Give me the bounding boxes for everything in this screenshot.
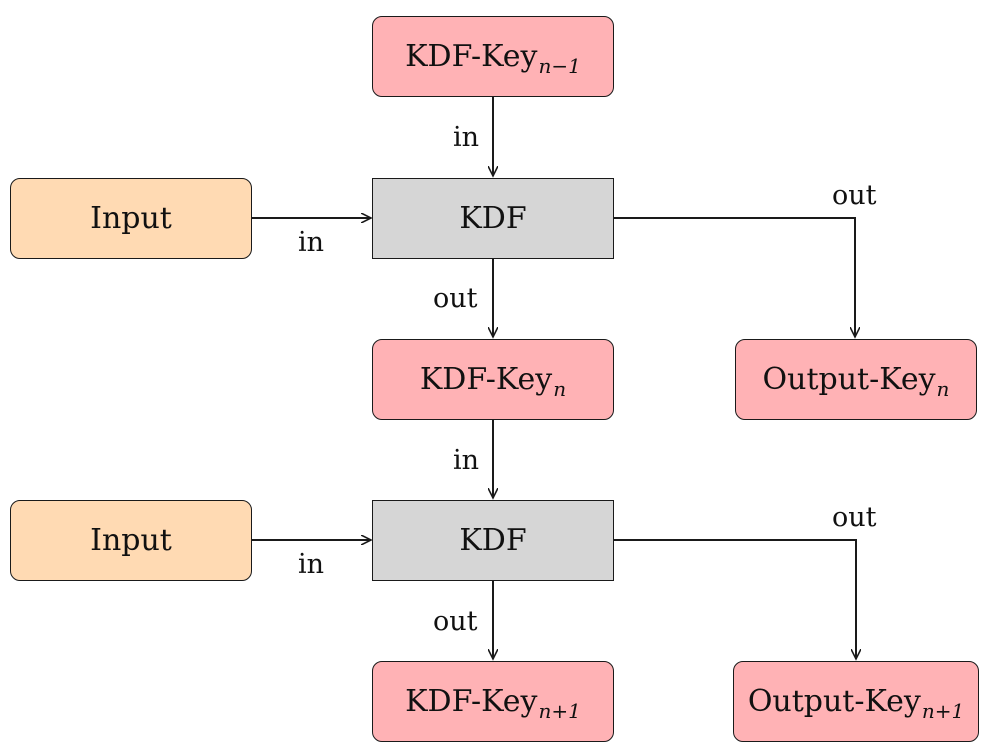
output-key-next-label: Output-Key bbox=[747, 684, 921, 719]
kdf-key-n-subscript: n bbox=[553, 376, 567, 401]
edge-label-keyprev-in: in bbox=[453, 122, 480, 153]
edge-label-kdf2-out-down: out bbox=[433, 606, 478, 637]
kdf-key-next-label: KDF-Key bbox=[405, 684, 538, 719]
kdf-2-label: KDF bbox=[459, 523, 527, 558]
output-key-n-label: Output-Key bbox=[762, 362, 936, 397]
kdf-1-label: KDF bbox=[459, 201, 527, 236]
kdf-node-1: KDF bbox=[372, 178, 614, 259]
kdf-key-prev-subscript: n−1 bbox=[538, 53, 581, 78]
edge-label-kdf1-out-right: out bbox=[832, 180, 877, 211]
edge-label-keyn-in: in bbox=[453, 445, 480, 476]
edge-label-kdf2-out-right: out bbox=[832, 502, 877, 533]
arrow-kdf2-to-outkeynext bbox=[614, 539, 856, 659]
kdf-node-2: KDF bbox=[372, 500, 614, 581]
kdf-key-prev-label: KDF-Key bbox=[405, 39, 538, 74]
edge-label-kdf1-out-down: out bbox=[433, 283, 478, 314]
edge-label-input1-in: in bbox=[298, 227, 325, 258]
input-1-label: Input bbox=[90, 201, 172, 236]
kdf-key-next-subscript: n+1 bbox=[538, 698, 581, 723]
input-2-label: Input bbox=[90, 523, 172, 558]
input-node-1: Input bbox=[10, 178, 252, 259]
edge-label-input2-in: in bbox=[298, 549, 325, 580]
arrow-kdf1-to-outkeyn bbox=[614, 217, 855, 337]
kdf-key-n-label: KDF-Key bbox=[419, 362, 553, 397]
output-key-n-subscript: n bbox=[936, 376, 950, 401]
output-key-next-subscript: n+1 bbox=[921, 698, 965, 723]
input-node-2: Input bbox=[10, 500, 252, 581]
